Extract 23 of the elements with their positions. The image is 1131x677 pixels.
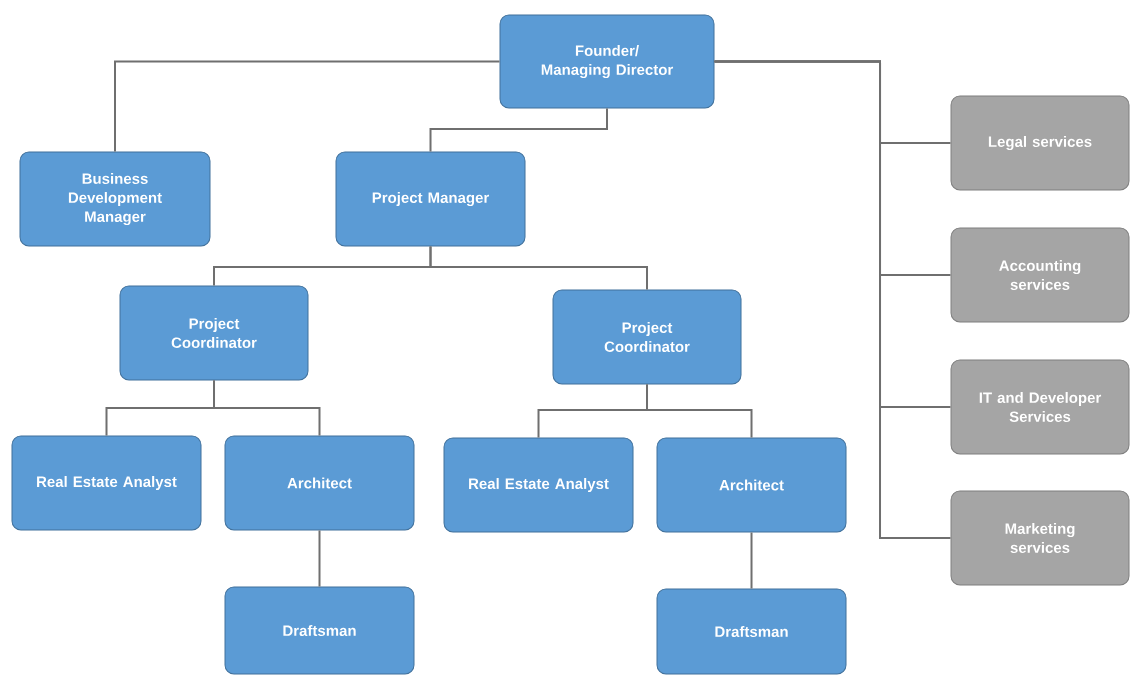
connector-line xyxy=(429,107,608,153)
service-box: Accounting services xyxy=(950,227,1130,323)
service-box: IT and Developer Services xyxy=(950,359,1130,455)
role-box: Project Coordinator xyxy=(119,285,309,381)
connector-line xyxy=(429,245,648,291)
connector-line xyxy=(213,379,321,437)
service-box: Marketing services xyxy=(950,490,1130,586)
role-box: Business Development Manager xyxy=(19,151,211,247)
role-box: Real Estate Analyst xyxy=(11,435,202,531)
role-box: Draftsman xyxy=(656,588,847,675)
role-box: Founder/ Managing Director xyxy=(499,14,715,109)
service-box: Legal services xyxy=(950,95,1130,191)
role-box: Real Estate Analyst xyxy=(443,437,634,533)
connector-line xyxy=(646,383,753,439)
connector-line xyxy=(114,60,501,153)
role-box: Architect xyxy=(656,437,847,533)
connector-line xyxy=(713,60,952,539)
role-box: Draftsman xyxy=(224,586,415,675)
role-box: Architect xyxy=(224,435,415,531)
connector-line xyxy=(750,531,753,590)
role-box: Project Coordinator xyxy=(552,289,742,385)
connector-line xyxy=(318,529,321,588)
role-box: Project Manager xyxy=(335,151,526,247)
